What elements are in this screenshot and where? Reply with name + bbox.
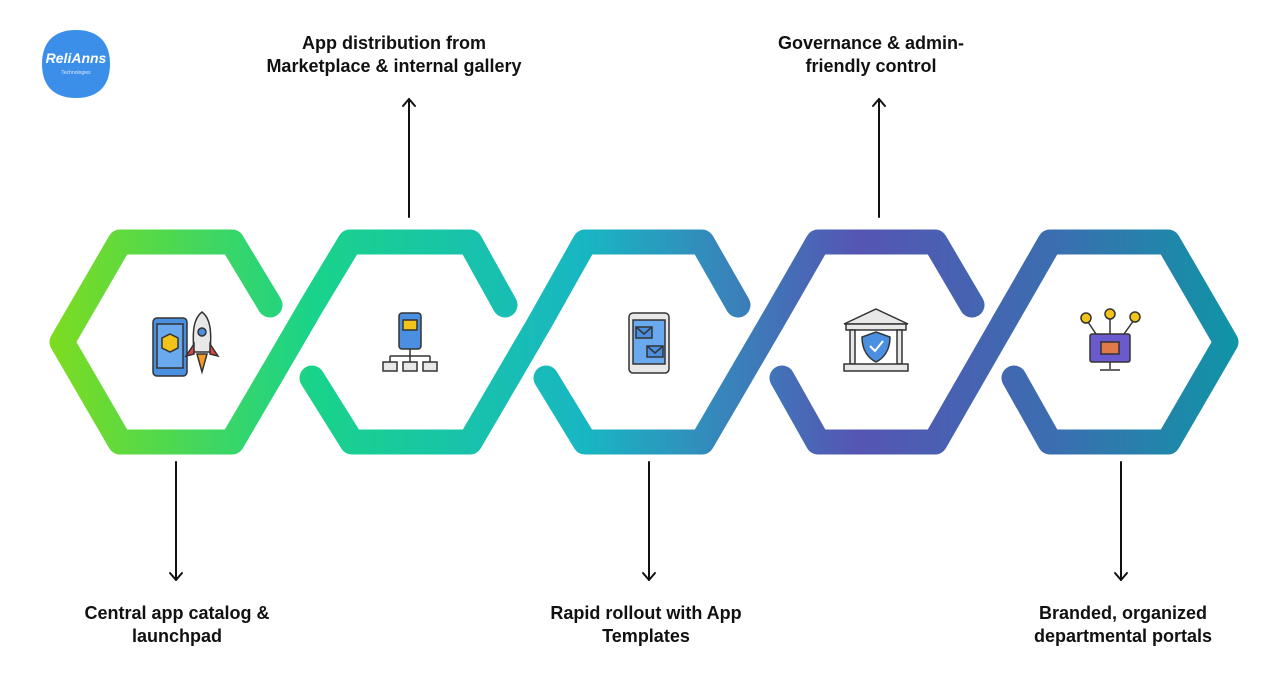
mobile-templates-icon	[628, 312, 670, 374]
hexagon-4	[759, 229, 985, 335]
hexagon-4-bottom	[769, 309, 1017, 455]
logo-badge-icon	[42, 30, 110, 98]
label-governance: Governance & admin- friendly control	[777, 33, 965, 76]
phone-rocket-icon	[152, 311, 220, 377]
arrow-down-3	[642, 461, 656, 581]
label-central-app-catalog: Central app catalog & launchpad	[84, 603, 270, 646]
logo-tagline: Technologies	[61, 70, 91, 76]
arrow-up-2	[402, 98, 416, 218]
monitor-briefcase-icon	[1080, 308, 1141, 371]
arrow-up-4	[872, 98, 886, 218]
hexagon-1	[49, 229, 286, 455]
company-logo: ReliAnns Technologies	[40, 28, 112, 100]
arrow-down-1	[169, 461, 183, 581]
label-departmental-portals: Branded, organized departmental portals	[1033, 603, 1213, 646]
arrow-down-5	[1114, 461, 1128, 581]
hexagon-2	[260, 229, 518, 385]
hexagon-3-bottom	[533, 309, 785, 455]
hexagon-3	[527, 229, 751, 335]
label-rapid-rollout: Rapid rollout with App Templates	[550, 603, 742, 646]
app-distribution-icon	[382, 312, 438, 372]
label-app-distribution: App distribution from Marketplace & inte…	[266, 33, 522, 76]
bank-shield-icon	[843, 308, 909, 372]
logo-name: ReliAnns	[45, 50, 107, 66]
hexagon-5	[991, 229, 1239, 455]
hexagon-2-bottom	[299, 309, 553, 455]
